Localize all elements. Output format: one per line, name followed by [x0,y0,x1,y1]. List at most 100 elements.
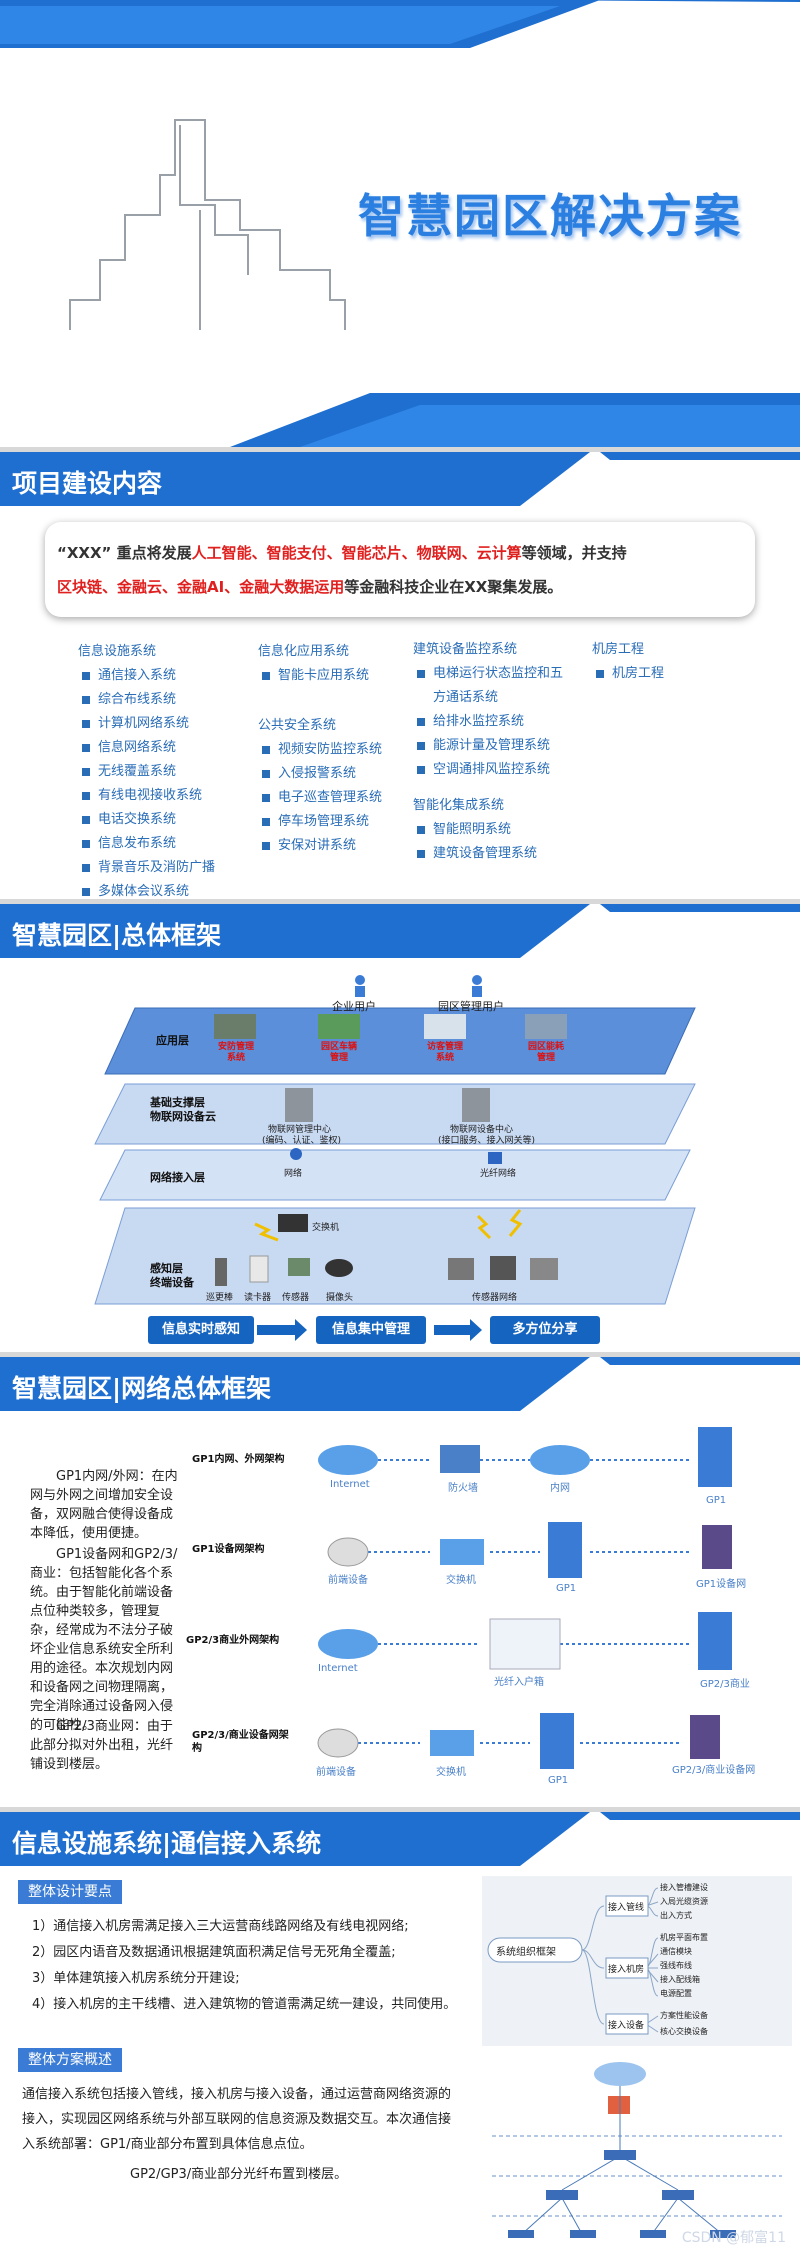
network-label: 光纤网络 [480,1169,517,1179]
header-bar [0,904,800,958]
list-item: 背景音乐及消防广播 [78,856,215,880]
intro-box: “XXX” 重点将发展人工智能、智能支付、智能芯片、物联网、云计算等领域，并支持… [45,522,755,617]
lightning-icon [254,1209,523,1242]
list-item: 入侵报警系统 [258,762,382,786]
column-heading: 建筑设备监控系统 [413,642,518,657]
device-label: 前端设备 [316,1767,356,1778]
row-label: GP2/3商业外网架构 [186,1635,280,1646]
layer-label: 基础支撑层 [150,1096,205,1109]
list-item: 视频安防监控系统 [258,738,382,762]
layer-label: 物联网设备云 [150,1110,216,1123]
device-label: 摄像头 [326,1293,354,1303]
list-item: 通信接入系统 [78,664,215,688]
switch-icon [508,2150,736,2238]
device-label: 传感器网络 [472,1293,518,1303]
device-label: 交换机 [436,1767,466,1778]
section-tag: 整体方案概述 [18,2048,122,2072]
network-topology-diagram [492,2062,782,2238]
device-label: 巡更棒 [206,1293,234,1303]
cloud-icon [594,2062,646,2086]
device-label: GP2/3商业 [700,1679,750,1690]
mindmap-leaf: 核心交换设备 [660,2027,708,2036]
user-label: 企业用户 [332,1000,376,1013]
network-paragraph: GP1内网/外网：在内网与外网之间增加安全设备，双网融合使得设备成本降低，使用便… [30,1469,178,1541]
layer-label: 网络接入层 [150,1171,205,1184]
device-label: 光纤入户箱 [494,1677,544,1688]
app-label: 园区车辆管理 [321,1042,358,1063]
mindmap-leaf: 强线布线 [660,1961,692,1970]
user-icon [355,975,482,997]
framework-slide: 智慧园区|总体框架 [0,904,800,1352]
switch-icon [430,1539,484,1756]
requirement-item: 1）通信接入机房需满足接入三大运营商线路网络及有线电视网络; [32,1919,409,1934]
terminal-device-icon [215,1255,558,1286]
user-label: 园区管理用户 [438,1000,504,1013]
device-label: GP2/3/商业设备网 [672,1765,756,1776]
app-label: 园区能耗管理 [528,1042,565,1063]
flow-step: 信息实时感知 [148,1316,254,1344]
list-item: 信息网络系统 [78,736,215,760]
mindmap-branch: 接入机房 [608,1965,645,1975]
list-item: 建筑设备管理系统 [413,842,563,866]
center-sub-label: (编码、认证、鉴权) [262,1136,342,1146]
cover-title: 智慧园区解决方案 [358,189,742,243]
list-item: 计算机网络系统 [78,712,215,736]
center-sub-label: (接口服务、接入网关等) [438,1136,536,1146]
column-heading: 智能化集成系统 [413,798,505,813]
layer-label: 感知层 [150,1262,183,1275]
mindmap-leaf: 接入管槽建设 [660,1883,708,1892]
device-label: 前端设备 [328,1575,368,1586]
intro-text: 等领域，并支持 [521,544,627,562]
column-heading: 信息化应用系统 [258,644,350,659]
app-label: 安防管理系统 [218,1042,255,1063]
mindmap-leaf: 通信模块 [660,1947,692,1956]
firewall-icon [608,2096,630,2114]
list-item: 智能照明系统 [413,818,563,842]
slide-title: 智慧园区|网络总体框架 [12,1374,272,1403]
device-label: GP1 [548,1775,569,1786]
device-label: 交换机 [446,1575,476,1586]
mindmap-leaf: 出入方式 [660,1911,692,1920]
row-label: GP1内网、外网架构 [192,1454,285,1465]
center-label: 物联网管理中心 [268,1125,332,1135]
device-label: Internet [318,1663,358,1674]
column-info-facilities: 信息设施系统 通信接入系统 综合布线系统 计算机网络系统 信息网络系统 无线覆盖… [78,640,215,899]
cloud-icon [318,1445,590,1659]
list-item: 电梯运行状态监控和五方通话系统 [413,662,563,710]
list-item: 电话交换系统 [78,808,215,832]
intro-highlight: 区块链、金融云、金融AI、金融大数据运用 [57,578,345,596]
mindmap-leaf: 入局光缆资源 [660,1897,708,1906]
app-label: 访客管理系统 [427,1042,464,1063]
mindmap-leaf: 接入配线箱 [660,1975,700,1984]
slide-title: 智慧园区|总体框架 [12,921,222,950]
network-paragraph: GP1设备网和GP2/3/商业：包括智能化各个系统。由于智能化前端设备点位种类较… [30,1547,178,1733]
mindmap-root: 系统组织框架 [496,1947,556,1958]
content-slide: 项目建设内容 “XXX” 重点将发展人工智能、智能支付、智能芯片、物联网、云计算… [0,452,800,899]
list-item: 空调通排风监控系统 [413,758,563,782]
device-label: Internet [330,1479,370,1490]
mindmap-branch: 接入设备 [608,2021,645,2031]
column-heading: 公共安全系统 [258,718,337,733]
switch-icon [278,1214,308,1232]
list-item: 综合布线系统 [78,688,215,712]
camera-icon [317,1537,369,1758]
network-paragraph: GP2/3商业网：由于此部分拟对外出租，光纤铺设到楼层。 [30,1719,174,1772]
app-screenshot-icon [214,1014,567,1039]
device-label: 传感器 [282,1293,310,1303]
mindmap-leaf: 方案性能设备 [660,2011,708,2020]
telecom-slide: 信息设施系统|通信接入系统 整体设计要点 1）通信接入机房需满足接入三大运营商线… [0,1812,800,2259]
row-label: GP2/3/商业设备网架构 [192,1730,289,1754]
list-item: 信息发布系统 [78,832,215,856]
list-item: 能源计量及管理系统 [413,734,563,758]
requirement-item: 3）单体建筑接入机房系统分开建设; [32,1971,240,1986]
firewall-icon [440,1445,480,1473]
list-item: 停车场管理系统 [258,810,382,834]
mindmap-leaf: 机房平面布置 [660,1933,708,1942]
list-item: 给排水监控系统 [413,710,563,734]
device-label: 读卡器 [244,1293,272,1303]
intro-highlight: 人工智能、智能支付、智能芯片、物联网、云计算 [191,544,522,562]
summary-paragraph: GP2/GP3/商业部分光纤布置到楼层。 [130,2167,348,2182]
flow-arrow-icon [257,1319,482,1341]
framework-diagram [94,975,696,1341]
switch-label: 交换机 [312,1223,340,1233]
